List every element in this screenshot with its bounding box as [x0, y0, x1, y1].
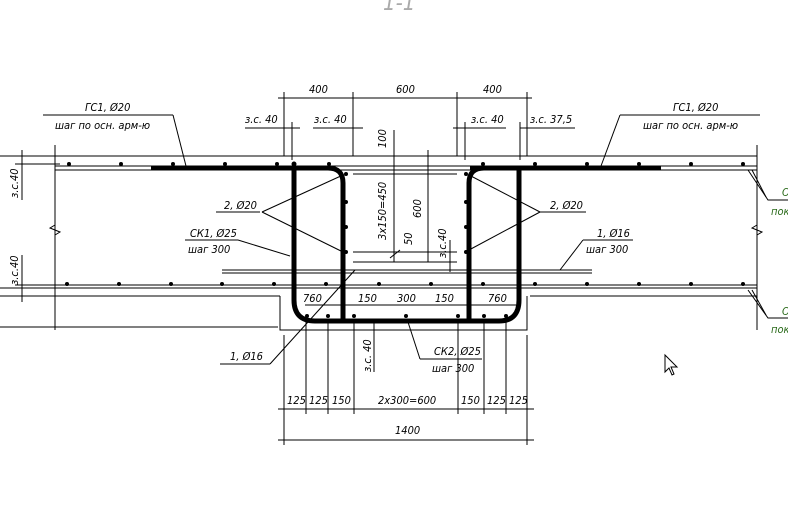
dim-top-right: 400: [483, 83, 502, 96]
callout-sk2-mark: СК2, Ø25: [434, 345, 481, 358]
overall-dim: 1400: [395, 424, 420, 437]
callout-leaders: [43, 114, 788, 365]
mouse-cursor-icon: [664, 353, 679, 376]
dim-600: 600: [411, 199, 424, 218]
cover-label: з.с. 40: [314, 113, 347, 126]
dim-top-middle: 600: [396, 83, 415, 96]
callout-sk1-note: шаг 300: [188, 243, 230, 256]
cover-label: з.с.40: [8, 255, 21, 285]
bottom-dim: 125: [487, 394, 506, 407]
inner-dimensions: [305, 130, 520, 306]
callout-sk2-note: шаг 300: [432, 362, 474, 375]
callout-green-1-note: пок: [771, 205, 788, 218]
bottom-dim: 125: [509, 394, 528, 407]
dim-450: 3x150=450: [376, 182, 389, 240]
callout-bar2-right: 2, Ø20: [550, 199, 583, 212]
bottom-dim: 2x300=600: [378, 394, 436, 407]
section-title: 1-1: [383, 0, 415, 16]
cover-label: з.с. 37,5: [530, 113, 572, 126]
inner-dim: 150: [435, 292, 454, 305]
inner-dim: 760: [488, 292, 507, 305]
callout-green-2-note: пок: [771, 323, 788, 336]
bottom-dim: 125: [309, 394, 328, 407]
callout-green-2-mark: О: [782, 305, 788, 318]
callout-bar1-left: 1, Ø16: [230, 350, 263, 363]
bottom-dim: 150: [461, 394, 480, 407]
callout-gs1-right-note: шаг по осн. арм-ю: [643, 119, 738, 132]
bottom-dim: 150: [332, 394, 351, 407]
dim-top-left: 400: [309, 83, 328, 96]
callout-gs1-left-mark: ГС1, Ø20: [85, 101, 130, 114]
dim-50: 50: [402, 232, 415, 245]
bottom-dimensions: [278, 322, 534, 445]
cover-label: з.с. 40: [471, 113, 504, 126]
callout-green-1-mark: О: [782, 186, 788, 199]
left-dimensions: [15, 150, 60, 302]
callout-sk1-mark: СК1, Ø25: [190, 227, 237, 240]
inner-dim: 300: [397, 292, 416, 305]
dim-100: 100: [376, 129, 389, 148]
callout-gs1-right-mark: ГС1, Ø20: [673, 101, 718, 114]
bottom-dim: 125: [287, 394, 306, 407]
callout-bar1-right-note: шаг 300: [586, 243, 628, 256]
inner-dim: 150: [358, 292, 377, 305]
callout-bar1-right-mark: 1, Ø16: [597, 227, 630, 240]
cover-label: з.с. 40: [245, 113, 278, 126]
callout-bar2-left: 2, Ø20: [224, 199, 257, 212]
top-dimensions: [245, 92, 575, 160]
cover-label: з.с. 40: [361, 339, 374, 372]
inner-dim: 760: [303, 292, 322, 305]
cover-label: з.с.40: [436, 228, 449, 258]
reinforcement: [65, 161, 745, 324]
cover-label: з.с.40: [8, 168, 21, 198]
callout-gs1-left-note: шаг по осн. арм-ю: [55, 119, 150, 132]
